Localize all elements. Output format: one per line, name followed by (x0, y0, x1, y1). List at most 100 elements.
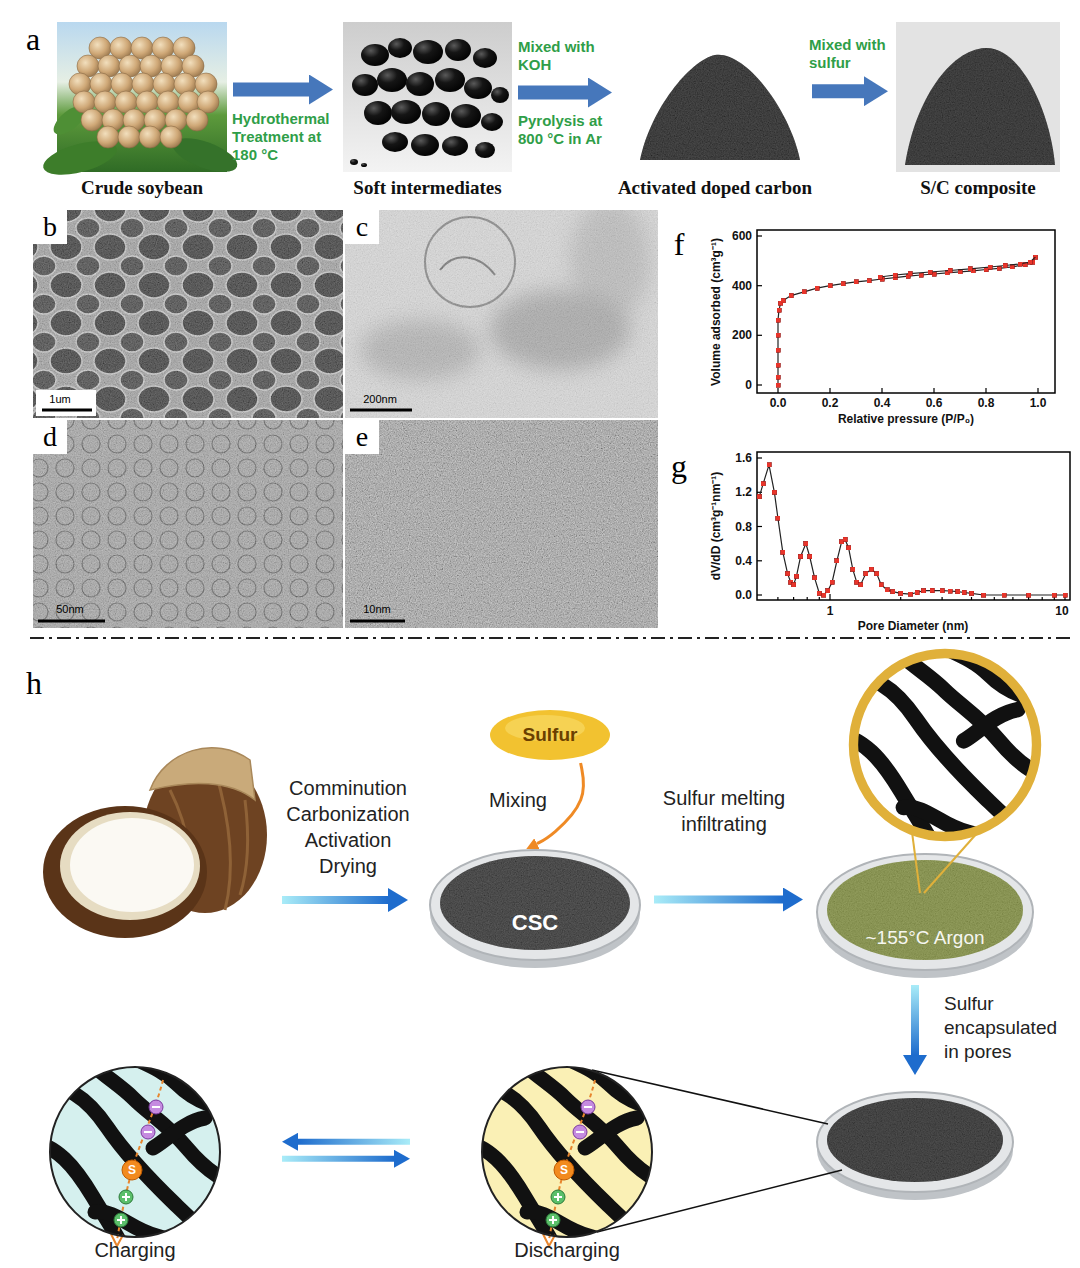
axis-tick: 1.2 (735, 485, 752, 499)
coconut-illustration (43, 806, 207, 938)
coconut-illustration (43, 748, 267, 938)
soft-intermediates-photo (391, 100, 421, 124)
axis-title: dV/dD (cm³g⁻¹nm⁻¹) (709, 472, 723, 581)
hrtem-micrograph (33, 420, 343, 628)
photo-panel: Soft intermediates (343, 22, 512, 172)
sem-micrograph (33, 210, 67, 244)
petri-dish (430, 850, 640, 960)
panel-letter: e (356, 420, 368, 454)
activated-carbon-photo (622, 25, 808, 172)
soft-intermediates-photo (435, 68, 465, 92)
photo-panel: Crude soybean (57, 22, 227, 172)
sem-micrograph (33, 210, 343, 418)
axis-tick: 0 (745, 378, 752, 392)
activated-carbon-photo (622, 25, 808, 172)
axis-tick: 10 (1055, 604, 1068, 618)
soybean-photo (160, 126, 182, 148)
node-caption: Soft intermediates (353, 176, 501, 199)
edge-label: Hydrothermal Treatment at 180 °C (232, 110, 340, 164)
sem-micrograph (36, 390, 96, 416)
soft-intermediates-photo (413, 40, 443, 64)
pore-distribution-chart (757, 452, 1070, 600)
node-caption: Discharging (514, 1239, 620, 1261)
magnified-pore-view (912, 832, 920, 893)
process-note: Comminution Carbonization Activation Dry… (273, 775, 423, 879)
process-arrow (911, 985, 919, 1055)
hrtem-micrograph (345, 420, 658, 628)
isotherm-chart (777, 388, 778, 393)
tem-micrograph (345, 210, 658, 418)
soft-intermediates-photo (475, 142, 495, 158)
isotherm-chart (1037, 388, 1038, 393)
pore-distribution-chart (971, 597, 972, 600)
panel-letter: b (43, 210, 57, 244)
process-arrow (518, 86, 588, 100)
soybean-photo (40, 22, 242, 181)
soft-intermediates-photo (350, 159, 358, 165)
edge-label: Mixed with sulfur (809, 36, 895, 72)
axis-tick: 0.2 (822, 396, 839, 410)
hrtem-micrograph (345, 420, 658, 628)
sem-micrograph (33, 210, 343, 418)
panel-letter: h (26, 664, 42, 702)
panel-letter: a (26, 20, 40, 58)
sulfur-pile (490, 710, 610, 760)
process-arrow (282, 1156, 394, 1162)
pore-distribution-chart (757, 457, 762, 458)
magnified-pore-view (831, 631, 1068, 868)
panel-separator (30, 637, 1070, 639)
hrtem-micrograph (33, 420, 343, 628)
soft-intermediates-photo (343, 22, 512, 172)
edge-label: Mixed with KOH (518, 38, 618, 74)
pore-distribution-chart (1054, 597, 1055, 600)
pore-circle: Charging (50, 1067, 220, 1237)
isotherm-chart (985, 388, 986, 393)
pore-distribution-chart (759, 465, 1065, 595)
petri-dish (430, 850, 640, 968)
soft-intermediates-photo (361, 44, 389, 66)
icon-letter: S (128, 1163, 136, 1177)
pore-distribution-chart (757, 594, 762, 595)
edge-label: Sulfur melting infiltrating (651, 785, 797, 837)
petri-dish (820, 1090, 1010, 1190)
hrtem-micrograph (345, 420, 379, 454)
axis-tick: 0.6 (926, 396, 943, 410)
pore-distribution-chart (793, 597, 794, 600)
pore-distribution-chart (829, 594, 830, 600)
hrtem-micrograph (350, 620, 405, 623)
process-arrow (298, 1139, 410, 1145)
soft-intermediates-photo (451, 104, 481, 128)
edge-label: Mixing (489, 787, 547, 813)
tem-micrograph (345, 210, 658, 418)
petri-dish (817, 1090, 1013, 1200)
petri-dish (430, 850, 640, 960)
pore-circle-charging (111, 1080, 163, 1246)
pore-distribution-chart (777, 597, 778, 600)
soft-intermediates-photo (411, 134, 439, 156)
isotherm-chart (933, 388, 934, 393)
isotherm-chart (881, 388, 882, 393)
pore-distribution-chart (941, 597, 942, 600)
composite-photo (896, 22, 1060, 172)
coconut-illustration (150, 748, 255, 800)
soft-intermediates-photo (442, 136, 468, 156)
tem-micrograph (350, 409, 412, 412)
process-note: Sulfur encapsulated in pores (944, 992, 1072, 1064)
activated-carbon-photo (622, 25, 808, 172)
node-label: CSC (512, 910, 558, 936)
petri-dish (817, 854, 1033, 978)
soft-intermediates-photo (481, 113, 503, 131)
pore-circle: Discharging (482, 1067, 652, 1237)
isotherm-chart (829, 388, 830, 393)
soft-intermediates-photo (352, 74, 378, 96)
photo-panel: Activated doped carbon (622, 25, 808, 172)
pore-circle-discharging (457, 1042, 685, 1268)
axis-tick: 0.0 (770, 396, 787, 410)
soft-intermediates-photo (343, 22, 512, 172)
soft-intermediates-photo (445, 39, 471, 61)
hrtem-micrograph (33, 420, 343, 628)
petri-dish (817, 854, 1033, 970)
pore-distribution-chart (900, 597, 901, 600)
tem-micrograph (345, 210, 658, 418)
photo-panel: S/C composite (896, 22, 1060, 172)
